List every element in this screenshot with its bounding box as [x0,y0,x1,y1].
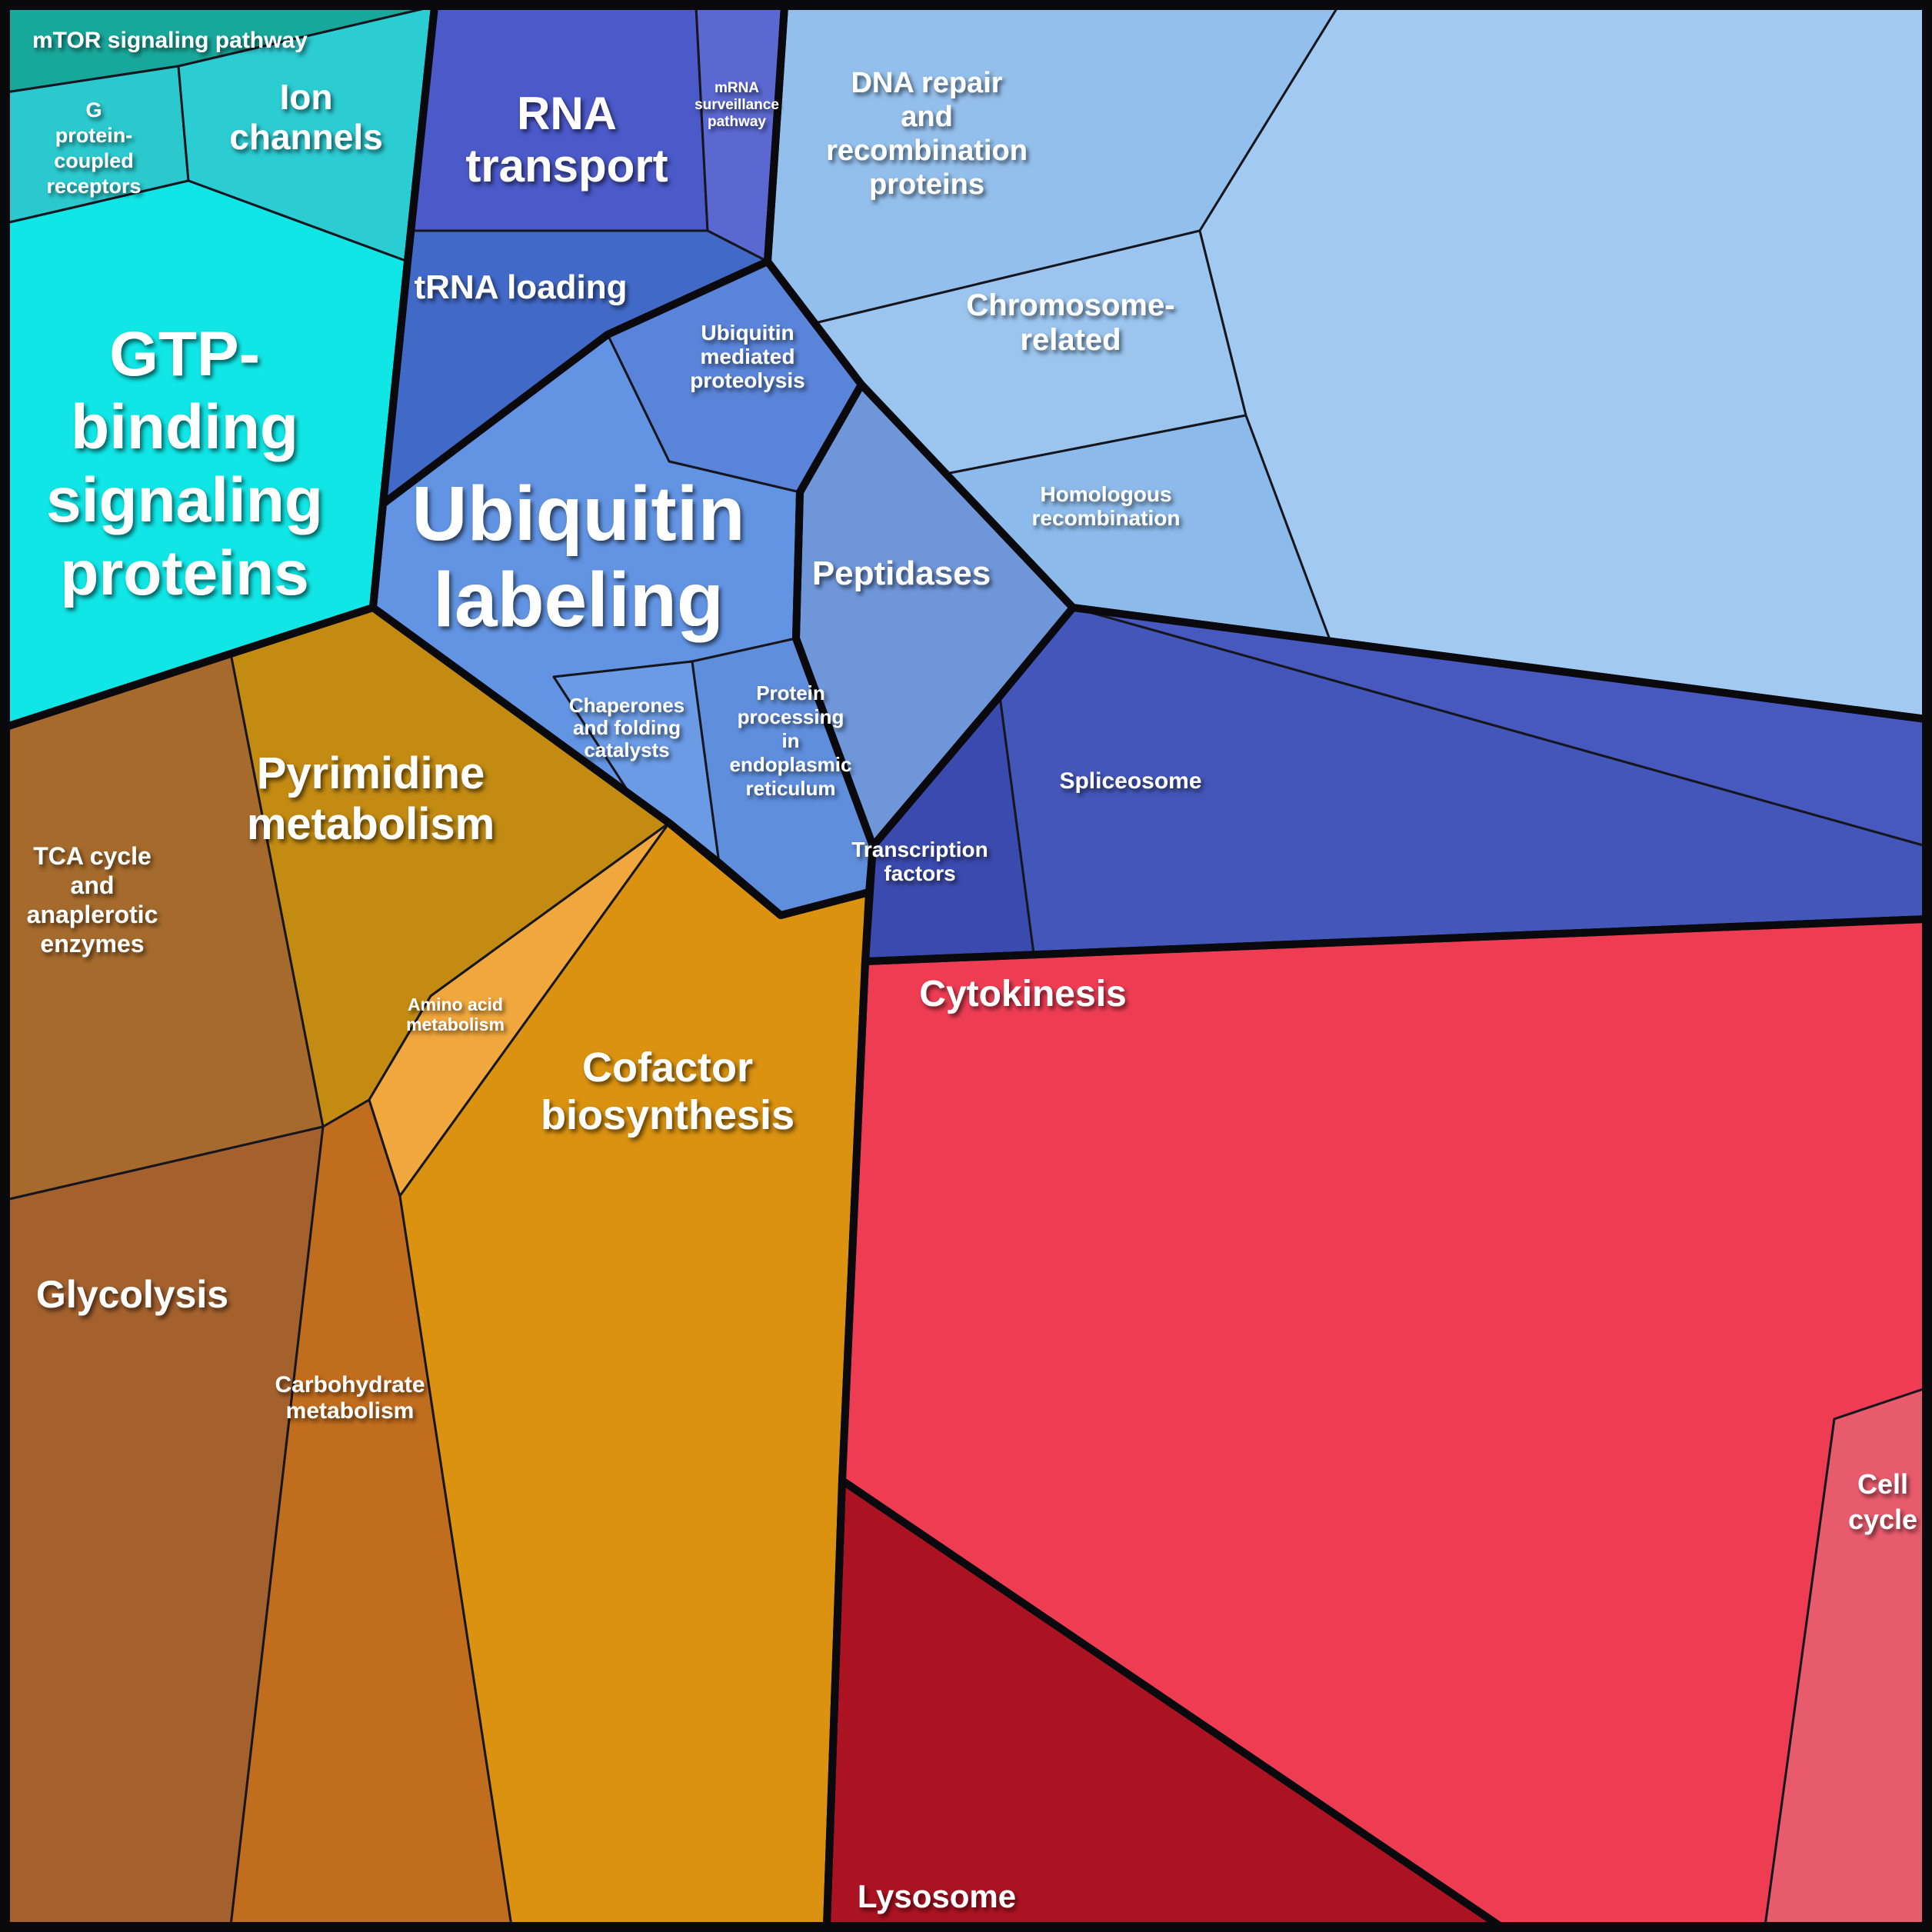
label-line: labeling [433,557,724,643]
label-line: GTP- [109,319,260,389]
label-line: channels [229,117,382,157]
label-line: enzymes [40,930,144,958]
label-line: TCA cycle [33,842,152,870]
label-line: Chromosome- [966,288,1174,322]
label-line: anaplerotic [27,901,158,928]
cell-cytokinesis-label: Cytokinesis [919,974,1126,1014]
label-line: proteolysis [690,368,804,392]
label-line: Protein [756,681,825,705]
label-line: in [781,729,799,752]
label-line: coupled [54,149,134,172]
label-line: reticulum [745,777,835,800]
cell-peptidases-label: Peptidases [812,555,991,592]
label-line: Cytokinesis [919,974,1126,1014]
label-line: Glycolysis [36,1273,228,1316]
label-line: Ubiquitin [701,321,794,345]
label-line: Spliceosome [1059,768,1201,794]
label-line: Pyrimidine [257,748,485,798]
label-line: binding [71,392,298,462]
label-line: G [85,98,102,122]
label-line: Carbohydrate [275,1372,425,1397]
label-line: proteins [869,168,984,201]
label-line: and [71,871,115,899]
label-line: metabolism [286,1398,415,1424]
label-line: cycle [1848,1504,1917,1535]
cells-layer [5,5,1927,1927]
label-line: transport [465,140,668,192]
cell-spliceosome-label: Spliceosome [1059,768,1201,794]
label-line: and [901,101,953,133]
label-line: recombination [826,135,1028,167]
label-line: protein- [55,124,133,147]
label-line: mediated [701,345,795,368]
label-line: catalysts [584,738,669,761]
label-line: Ion [280,77,333,117]
label-line: RNA [517,88,617,139]
label-line: tRNA loading [415,268,628,306]
cell-trna-loading-label: tRNA loading [415,268,628,306]
label-line: related [1020,323,1121,357]
label-line: metabolism [406,1014,505,1034]
label-line: Homologous [1040,482,1171,506]
label-line: endoplasmic [730,753,852,776]
label-line: processing [738,705,844,728]
label-line: Amino acid [408,994,503,1014]
label-line: mTOR signaling pathway [32,28,308,53]
label-line: biosynthesis [541,1092,794,1138]
label-line: Lysosome [858,1878,1016,1914]
label-line: Peptidases [812,555,991,592]
label-line: factors [884,861,955,885]
label-line: and folding [573,716,681,739]
cell-glycolysis-label: Glycolysis [36,1273,228,1316]
cell-chromosome-related-label: Chromosome-related [966,288,1174,357]
group-metabolism-orange-outline [2,604,873,1930]
label-line: receptors [46,175,141,198]
label-line: pathway [708,114,766,130]
label-line: proteins [60,538,308,608]
label-line: signaling [46,465,323,535]
label-line: Cell [1857,1468,1908,1500]
label-line: Cofactor [582,1044,753,1091]
cell-cell-cycle-label: Cell cycle [1848,1468,1917,1535]
label-line: Ubiquitin [411,471,744,557]
label-line: Transcription [851,838,988,861]
label-line: recombination [1032,506,1181,530]
label-line: DNA repair [851,67,1002,99]
cell-lysosome-label: Lysosome [858,1878,1016,1914]
label-line: metabolism [247,799,495,849]
label-line: surveillance [695,97,779,113]
label-line: mRNA [715,80,759,96]
cell-mtor-signaling-pathway-label: mTOR signaling pathway [32,28,308,53]
label-line: Chaperones [569,694,685,717]
